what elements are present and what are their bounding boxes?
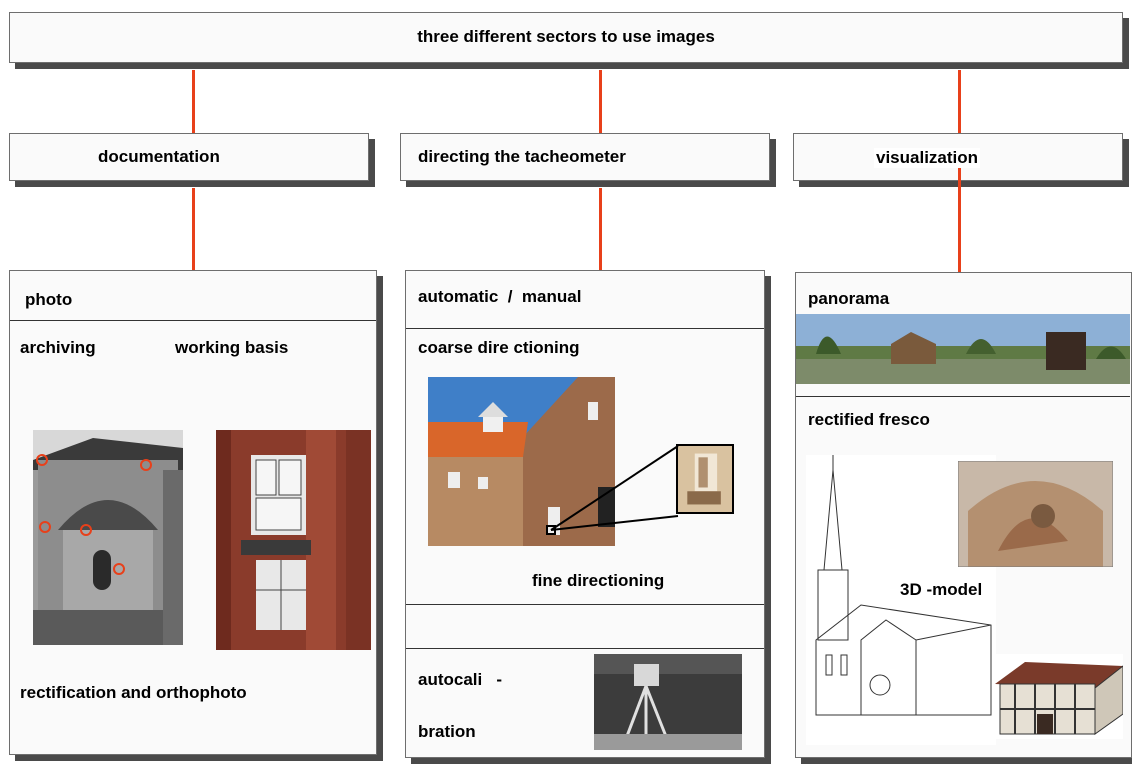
label-working-basis: working basis	[175, 338, 289, 357]
label-fine-directioning: fine directioning	[532, 571, 665, 590]
label-coarse-directioning: coarse dire ctioning	[418, 338, 580, 357]
label-rectification: rectification and orthophoto	[20, 683, 247, 702]
connector-title-documentation	[192, 70, 195, 140]
label-automatic-manual: automatic / manual	[418, 287, 582, 306]
connector-visualization-panel	[958, 168, 961, 274]
tripod-photo-image	[594, 654, 742, 750]
panel-visualization-divider	[796, 396, 1130, 397]
label-autocalibration-1: autocali -	[418, 670, 503, 689]
timber-house-image	[995, 654, 1123, 739]
diagram-title: three different sectors to use images	[417, 27, 715, 46]
title-box	[9, 12, 1123, 63]
label-3d-model: 3D -model	[900, 580, 983, 599]
panel-directing-divider-1	[406, 328, 764, 329]
header-visualization: visualization	[874, 148, 981, 168]
connector-documentation-panel	[192, 188, 195, 272]
header-directing: directing the tacheometer	[418, 147, 626, 166]
label-photo: photo	[25, 290, 73, 309]
panorama-image	[796, 314, 1130, 384]
label-rectified-fresco: rectified fresco	[808, 410, 930, 429]
header-box-directing	[400, 133, 770, 181]
zoom-lines	[546, 445, 679, 535]
header-box-documentation	[9, 133, 369, 181]
panel-directing-divider-3	[406, 648, 764, 649]
label-archiving: archiving	[20, 338, 96, 357]
label-autocalibration-2: bration	[418, 722, 476, 741]
brick-facade-image	[216, 430, 371, 650]
connector-directing-panel	[599, 188, 602, 270]
connector-title-visualization	[958, 70, 961, 140]
zoom-detail-image	[676, 444, 734, 514]
panel-documentation-divider	[10, 320, 376, 321]
header-documentation: documentation	[98, 147, 220, 166]
church-photo-image	[33, 430, 183, 645]
label-panorama: panorama	[808, 289, 890, 308]
connector-title-directing	[599, 70, 602, 140]
panel-directing-divider-2	[406, 604, 764, 605]
farmhouse-photo-image	[428, 377, 615, 546]
fresco-image	[958, 461, 1113, 567]
